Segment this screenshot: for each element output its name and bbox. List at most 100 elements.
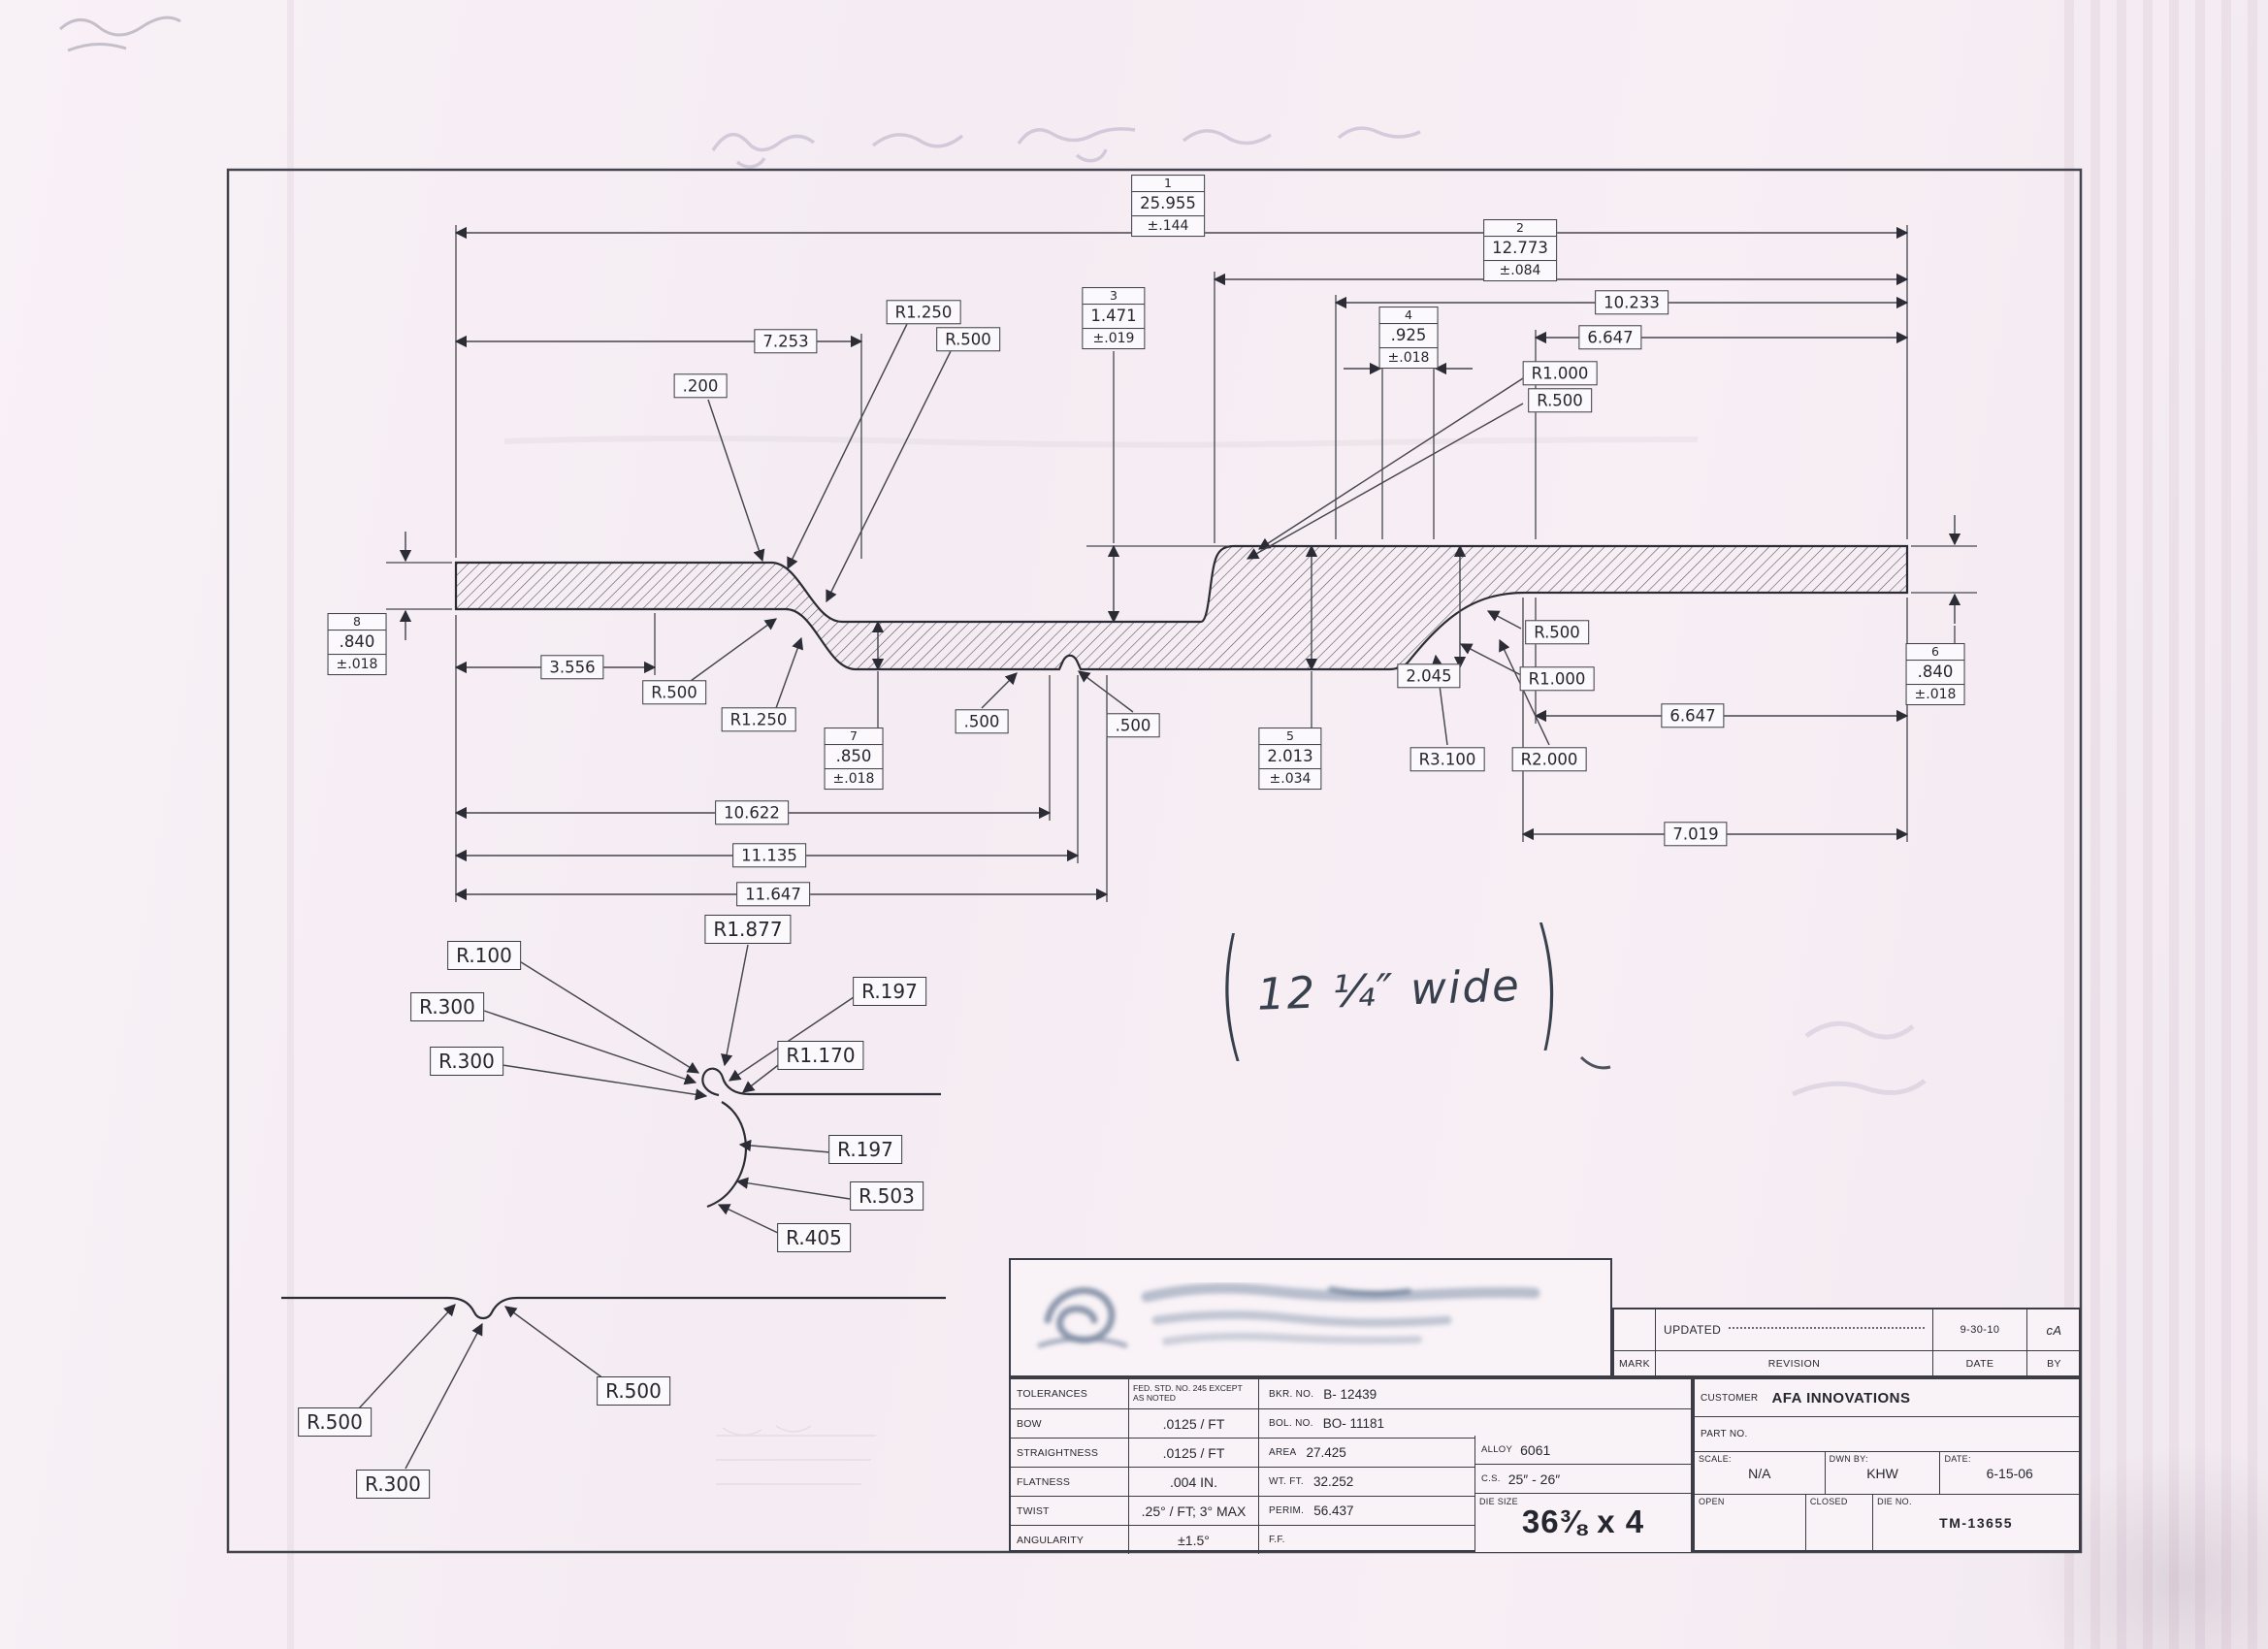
bkr-no-cell: BKR. NO. B- 12439 xyxy=(1259,1379,1691,1408)
radius-r-300-b: R.300 xyxy=(430,1047,503,1076)
ff-cell: F.F. xyxy=(1259,1526,1691,1554)
radius-r-405: R.405 xyxy=(777,1223,851,1252)
radius-r1-250-top-text: R1.250 xyxy=(894,303,953,322)
balloon-5-num: 5 xyxy=(1259,728,1321,746)
dim-11-135: 11.135 xyxy=(732,843,806,868)
perim-label: PERIM. xyxy=(1269,1505,1305,1516)
die-no-value: TM-13655 xyxy=(1939,1514,2013,1531)
updated-label: UPDATED xyxy=(1664,1323,1722,1337)
radius-r-503-text: R.503 xyxy=(859,1184,915,1208)
revision-strip: UPDATED 9-30-10 cA MARK REVISION DATE BY xyxy=(1612,1308,2081,1377)
dim-10-622-text: 10.622 xyxy=(724,803,780,823)
dim-11-135-text: 11.135 xyxy=(741,846,797,865)
open-cell: OPEN xyxy=(1695,1495,1805,1550)
radius-r-500-lower-left: R.500 xyxy=(642,680,706,705)
bkr-no-label: BKR. NO. xyxy=(1269,1388,1314,1400)
balloon-2-length-val: 12.773 xyxy=(1492,239,1548,258)
radius-r-500-lower-left-text: R.500 xyxy=(651,683,697,702)
balloon-3-tol: ±.019 xyxy=(1083,327,1145,348)
scan-smudge-band xyxy=(503,436,1699,448)
balloon-1-overall-length-tol: ±.144 xyxy=(1132,214,1204,236)
tolerance-row-label: STRAIGHTNESS xyxy=(1011,1439,1129,1467)
radius-r1-000-right-text: R1.000 xyxy=(1528,669,1586,689)
part-no-label: PART NO. xyxy=(1701,1429,1748,1439)
handwritten-parens-flourish xyxy=(1579,1055,1611,1070)
radius-r1-250-top: R1.250 xyxy=(886,300,961,325)
area-label: AREA xyxy=(1269,1447,1297,1458)
alloy-value: 6061 xyxy=(1520,1441,1551,1458)
tolerance-row-value: .0125 / FT xyxy=(1129,1409,1259,1438)
tolerance-row-label: BOW xyxy=(1011,1409,1129,1438)
drawn-by-cell: DWN BY: KHW xyxy=(1824,1452,1940,1494)
drawn-by-value: KHW xyxy=(1866,1465,1898,1481)
balloon-4: 4.925±.018 xyxy=(1378,307,1439,369)
balloon-7-thickness-mid-tol: ±.018 xyxy=(825,767,883,789)
dim-500-b: .500 xyxy=(1106,713,1160,738)
dim-500-a-text: .500 xyxy=(963,712,1000,731)
customer-block: CUSTOMER AFA INNOVATIONS PART NO. SCALE:… xyxy=(1693,1377,2081,1552)
date-value: 6-15-06 xyxy=(1986,1465,2033,1481)
wtft-label: WT. FT. xyxy=(1269,1476,1304,1487)
scan-fold-line xyxy=(287,0,294,1649)
balloon-7-thickness-mid-val: .850 xyxy=(835,747,872,766)
tolerance-row: ANGULARITY ±1.5° F.F. xyxy=(1011,1525,1691,1554)
tolerance-row-value: ±1.5° xyxy=(1129,1526,1259,1554)
scan-streaks xyxy=(2064,0,2268,1649)
radius-r-503: R.503 xyxy=(850,1181,923,1211)
tolerance-row-value: FED. STD. NO. 245 EXCEPT AS NOTED xyxy=(1129,1379,1259,1408)
radius-r1-170-text: R1.170 xyxy=(786,1044,856,1067)
radius-r1-250-lower-text: R1.250 xyxy=(729,710,788,729)
handwritten-note: ( 12 ¼″ wide ) xyxy=(1215,898,1562,1078)
radius-r-500-groove-right: R.500 xyxy=(597,1376,670,1406)
balloon-1-overall-length-val: 25.955 xyxy=(1140,194,1196,213)
dim-500-a: .500 xyxy=(955,709,1009,734)
radius-r-300-groove-text: R.300 xyxy=(365,1472,421,1496)
balloon-4-tol: ±.018 xyxy=(1379,346,1438,368)
radius-r-405-text: R.405 xyxy=(786,1226,842,1249)
date-header: DATE xyxy=(1932,1350,2026,1375)
alloy-cell: ALLOY 6061 xyxy=(1475,1436,1691,1465)
cs-value: 25″ - 26″ xyxy=(1507,1471,1561,1487)
tolerance-row-label: FLATNESS xyxy=(1011,1468,1129,1496)
dim-7-019: 7.019 xyxy=(1664,822,1728,847)
dim-6-647-bottom: 6.647 xyxy=(1661,703,1725,728)
radius-r2-000: R2.000 xyxy=(1511,747,1587,772)
closed-label: CLOSED xyxy=(1809,1497,1848,1506)
wtft-value: 32.252 xyxy=(1312,1474,1354,1489)
dim-10-233: 10.233 xyxy=(1595,290,1669,315)
balloon-2-length-tol: ±.084 xyxy=(1484,259,1556,280)
handnote-open-paren: ( xyxy=(1215,909,1247,1078)
radius-r-300-a: R.300 xyxy=(410,992,484,1021)
dim-7-019-text: 7.019 xyxy=(1672,824,1719,844)
date-label: DATE: xyxy=(1944,1454,1971,1464)
tolerance-row-value: .25° / FT; 3° MAX xyxy=(1129,1497,1259,1525)
balloon-2-length-num: 2 xyxy=(1484,220,1556,238)
radius-r-197-a-text: R.197 xyxy=(861,980,918,1003)
customer-label: CUSTOMER xyxy=(1701,1392,1759,1404)
drawing-frame xyxy=(226,168,2083,1554)
by-header: BY xyxy=(2026,1350,2081,1375)
die-no-cell: DIE NO. TM-13655 xyxy=(1872,1495,2079,1550)
radius-r1-170: R1.170 xyxy=(777,1041,864,1070)
radius-r-100-text: R.100 xyxy=(456,944,512,967)
radius-r1-877-text: R1.877 xyxy=(713,918,783,941)
die-no-row: OPEN CLOSED DIE NO. TM-13655 xyxy=(1695,1494,2079,1550)
bol-no-value: BO- 11181 xyxy=(1322,1416,1385,1431)
mark-header: MARK xyxy=(1614,1350,1655,1375)
radius-r-500-groove-right-text: R.500 xyxy=(605,1379,662,1403)
radius-r-197-b: R.197 xyxy=(828,1135,902,1164)
revision-mark-cell xyxy=(1614,1310,1655,1350)
title-block: UPDATED 9-30-10 cA MARK REVISION DATE BY… xyxy=(1009,1258,2081,1554)
tolerance-row-value: .004 IN. xyxy=(1129,1468,1259,1496)
dim-10-622: 10.622 xyxy=(715,800,789,825)
area-value: 27.425 xyxy=(1306,1445,1346,1460)
faint-handwriting-top xyxy=(711,126,1421,169)
balloon-3-val: 1.471 xyxy=(1090,307,1137,326)
balloon-8-thickness-left-val: .840 xyxy=(339,632,375,652)
die-size-value: 36⅜ x 4 xyxy=(1521,1504,1645,1539)
perim-value: 56.437 xyxy=(1313,1504,1354,1518)
scale-label: SCALE: xyxy=(1699,1454,1732,1464)
mid-spec-column: ALLOY 6061 C.S. 25″ - 26″ DIE SIZE 36⅜ x… xyxy=(1474,1436,1693,1552)
